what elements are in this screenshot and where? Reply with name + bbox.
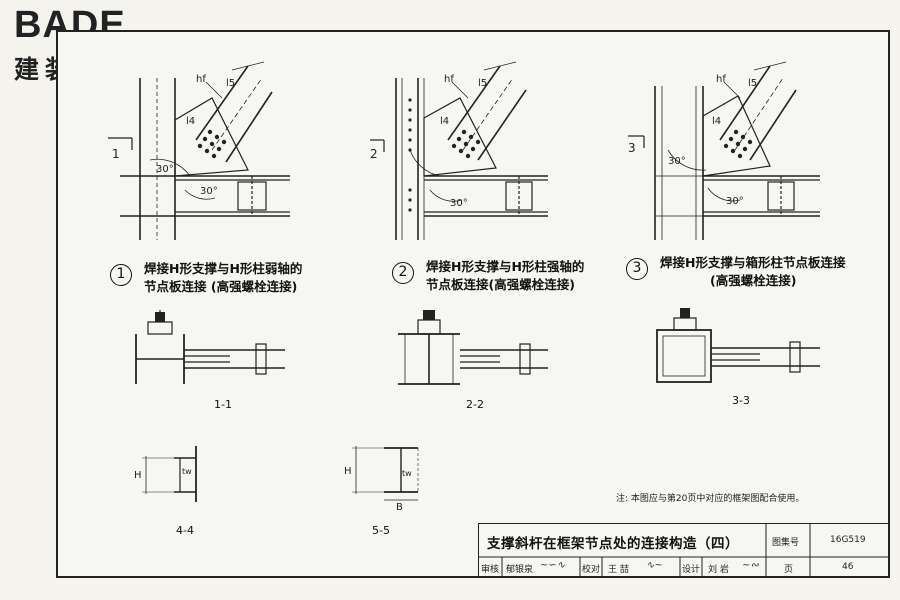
sheet-title: 支撑斜杆在框架节点处的连接构造（四） bbox=[487, 536, 739, 552]
detail-2-elevation bbox=[370, 61, 548, 240]
section-label-5-5: 5-5 bbox=[372, 524, 390, 537]
detail-caption-1-line2: 节点板连接 (高强螺栓连接) bbox=[144, 279, 298, 294]
plate-width-label-2: l5 bbox=[478, 78, 487, 89]
design-label: 设计 bbox=[682, 565, 701, 575]
detail-number-1: 1 bbox=[110, 264, 132, 286]
designer-name: 刘 岩 bbox=[708, 565, 729, 575]
reviewer-signature: ~∽∿ bbox=[540, 560, 566, 571]
detail-number-3: 3 bbox=[626, 258, 648, 280]
atlas-number: 16G519 bbox=[830, 535, 866, 545]
drawing-note: 注: 本图应与第20页中对应的框架图配合使用。 bbox=[616, 494, 805, 504]
detail-marker-2: 2 bbox=[370, 147, 378, 161]
detail-caption-3-line1: 焊接H形支撑与箱形柱节点板连接 bbox=[660, 255, 846, 270]
page-number: 46 bbox=[842, 562, 854, 572]
thickness-label-5: tw bbox=[402, 469, 412, 478]
width-label-5: B bbox=[396, 502, 403, 513]
section-3-3 bbox=[656, 308, 820, 383]
height-label-4: H bbox=[134, 470, 142, 481]
plate-width-label-3: l5 bbox=[748, 78, 757, 89]
section-label-4-4: 4-4 bbox=[176, 524, 194, 537]
title-block-lines bbox=[478, 523, 890, 578]
page-label: 页 bbox=[784, 565, 794, 575]
angle-label-3b: 30° bbox=[726, 196, 744, 207]
checker-signature: ∿~ bbox=[646, 560, 663, 571]
section-2-2 bbox=[398, 310, 548, 385]
weld-label-3: hf bbox=[716, 74, 726, 85]
reviewer-name: 郁银泉 bbox=[506, 565, 534, 575]
angle-label-1b: 30° bbox=[200, 186, 218, 197]
detail-caption-3-line2: (高强螺栓连接) bbox=[710, 273, 797, 288]
drawing-frame bbox=[56, 30, 890, 578]
section-label-3-3: 3-3 bbox=[732, 394, 750, 407]
detail-caption-2-line1: 焊接H形支撑与H形柱强轴的 bbox=[426, 259, 585, 274]
detail-3-elevation bbox=[628, 61, 820, 240]
angle-label-2: 30° bbox=[450, 198, 468, 209]
detail-caption-1-line1: 焊接H形支撑与H形柱弱轴的 bbox=[144, 261, 303, 276]
section-1-1 bbox=[135, 310, 285, 384]
height-label-5: H bbox=[344, 466, 352, 477]
detail-number-2: 2 bbox=[392, 262, 414, 284]
plate-len-label-1: l4 bbox=[186, 116, 195, 127]
section-4-4 bbox=[142, 446, 197, 502]
section-label-1-1: 1-1 bbox=[214, 398, 232, 411]
review-label: 审核 bbox=[481, 565, 500, 575]
check-label: 校对 bbox=[582, 565, 601, 575]
section-label-2-2: 2-2 bbox=[466, 398, 484, 411]
thickness-label-4: tw bbox=[182, 467, 192, 476]
detail-marker-1: 1 bbox=[112, 147, 120, 161]
section-5-5 bbox=[352, 446, 419, 501]
checker-name: 王 喆 bbox=[608, 565, 629, 575]
title-block: 支撑斜杆在框架节点处的连接构造（四） bbox=[478, 523, 890, 578]
detail-1-elevation bbox=[108, 61, 290, 240]
designer-signature: ~∾ bbox=[742, 560, 759, 571]
weld-label-2: hf bbox=[444, 74, 454, 85]
plate-len-label-3: l4 bbox=[712, 116, 721, 127]
weld-label-1: hf bbox=[196, 74, 206, 85]
plate-len-label-2: l4 bbox=[440, 116, 449, 127]
detail-marker-3: 3 bbox=[628, 141, 636, 155]
atlas-label: 图集号 bbox=[772, 538, 800, 548]
angle-label-3a: 30° bbox=[668, 156, 686, 167]
plate-width-label-1: l5 bbox=[226, 78, 235, 89]
angle-label-1a: 30° bbox=[156, 164, 174, 175]
detail-caption-2-line2: 节点板连接(高强螺栓连接) bbox=[426, 277, 575, 292]
